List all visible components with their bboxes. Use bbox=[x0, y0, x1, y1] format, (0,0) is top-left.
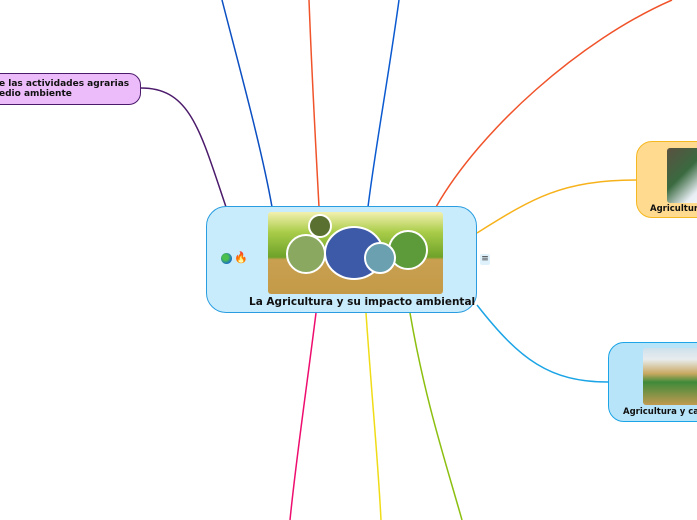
topic-label: Agricultura bbox=[650, 204, 697, 214]
branch-line bbox=[409, 312, 463, 520]
branch-line bbox=[308, 0, 320, 208]
branch-line bbox=[476, 304, 609, 383]
branch-line bbox=[367, 0, 400, 208]
branch-line bbox=[476, 179, 637, 234]
left-topic-line2: edio ambiente bbox=[0, 89, 72, 99]
central-image bbox=[268, 212, 443, 294]
globe-icon bbox=[221, 253, 232, 264]
central-topic-node[interactable]: 🔥 La Agricultura y su impacto ambiental bbox=[206, 206, 477, 313]
fire-icon: 🔥 bbox=[234, 251, 248, 264]
branch-line bbox=[221, 0, 273, 208]
left-topic-node[interactable]: e las actividades agrarias edio ambiente bbox=[0, 73, 141, 105]
central-topic-title: La Agricultura y su impacto ambiental bbox=[249, 296, 476, 308]
branch-line bbox=[289, 312, 317, 520]
branch-line bbox=[435, 0, 673, 208]
left-topic-line1: e las actividades agrarias bbox=[0, 79, 130, 89]
right-topic-node[interactable]: Agricultura y cal bbox=[608, 342, 697, 422]
topic-label: Agricultura y cal bbox=[623, 407, 697, 417]
branch-line bbox=[365, 312, 382, 520]
right-topic-node[interactable]: Agricultura bbox=[636, 141, 697, 218]
branch-line bbox=[140, 87, 227, 208]
notes-menu-icon[interactable]: ≡ bbox=[480, 254, 490, 265]
topic-image bbox=[643, 348, 697, 405]
topic-image bbox=[667, 148, 697, 203]
